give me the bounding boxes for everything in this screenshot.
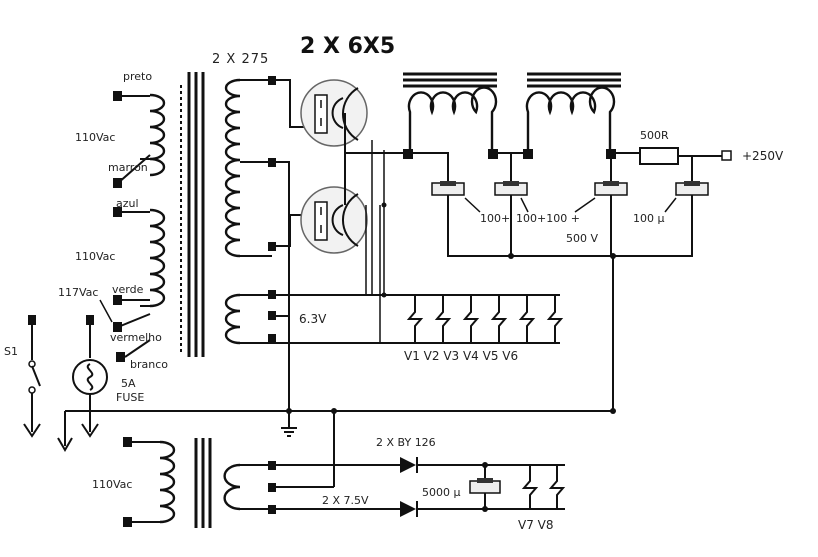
hv-secondary-label: 2 X 275: [212, 52, 269, 67]
primary-coil-1: [149, 93, 166, 177]
label-primary-2: 110Vac: [75, 250, 115, 263]
rectifier-tube-icon-1: [300, 79, 368, 147]
fuse-icon: [72, 315, 108, 438]
resistor-icon: [639, 147, 679, 165]
label-fuse: FUSE: [116, 391, 144, 404]
label-cap-2: 100+100 +: [516, 212, 580, 225]
label-cap-1: 100+: [480, 212, 510, 225]
heater-transformer-icon: [159, 438, 241, 528]
label-heater: 6.3V: [299, 312, 327, 326]
label-diodes: 2 X BY 126: [376, 436, 436, 449]
capacitor-icon-5: [469, 465, 501, 509]
label-azul: azul: [116, 197, 139, 210]
label-bigcap: 5000 µ: [422, 486, 461, 499]
terminal-marron: [113, 178, 122, 188]
inductor-icon-1: [403, 72, 498, 153]
terminal-branco: [116, 352, 125, 362]
ground-icon: [281, 411, 297, 437]
main-transformer-icon: [149, 72, 241, 357]
terminal-verde: [113, 295, 122, 305]
diode-icon-2: [400, 501, 418, 517]
primary-coil-2: [149, 208, 166, 308]
label-cap-voltage: 500 V: [566, 232, 598, 245]
label-heater-tubes2: V7 V8: [518, 518, 554, 532]
label-fuse-rating: 5A: [121, 377, 136, 390]
label-vermelho: vermelho: [110, 331, 162, 344]
label-switch: S1: [4, 345, 18, 358]
capacitor-icon-4: [675, 181, 709, 196]
capacitor-icon-1: [431, 181, 465, 196]
label-primary-1: 110Vac: [75, 131, 115, 144]
heater-loads: [406, 295, 564, 343]
label-branco: branco: [130, 358, 168, 371]
label-verde: verde: [112, 283, 144, 296]
switch-icon: [23, 315, 41, 438]
label-heater-tubes: V1 V2 V3 V4 V5 V6: [404, 349, 518, 363]
diagram-title: 2 X 6X5: [300, 34, 395, 59]
diode-icon-1: [400, 457, 418, 473]
label-cap-3: 100 µ: [633, 212, 665, 225]
capacitor-icon-3: [594, 181, 628, 196]
terminal-preto: [113, 91, 122, 101]
rectifier-tube-icon-2: [300, 186, 368, 254]
label-primary-3: 110Vac: [92, 478, 132, 491]
hv-secondary-coil: [224, 78, 241, 258]
output-terminal: [721, 150, 732, 161]
label-marron: marron: [108, 161, 148, 174]
label-tap-117: 117Vac: [58, 286, 98, 299]
terminal-vermelho: [113, 322, 122, 332]
capacitor-icon-2: [494, 181, 528, 196]
label-heater2: 2 X 7.5V: [322, 494, 369, 507]
label-resistor: 500R: [640, 129, 669, 142]
label-output: +250V: [742, 149, 784, 163]
inductor-icon-2: [525, 72, 621, 153]
heater-secondary-coil: [224, 293, 241, 345]
terminal-azul: [113, 207, 122, 217]
label-preto: preto: [123, 70, 152, 83]
